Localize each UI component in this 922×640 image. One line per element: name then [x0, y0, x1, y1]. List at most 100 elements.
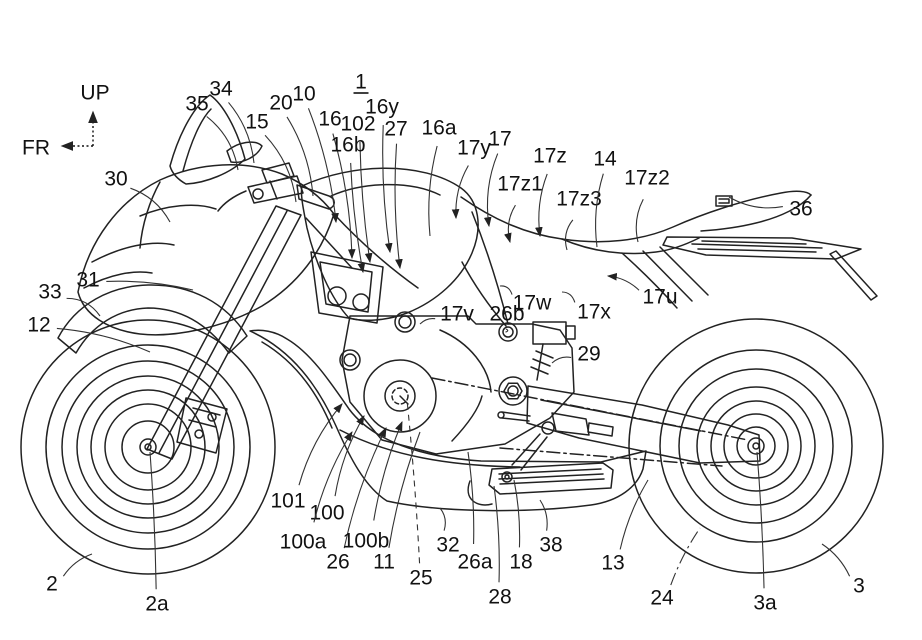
- rear-wheel: [628, 318, 884, 574]
- leader-line-100: [334, 415, 365, 497]
- ref-label-3: 3: [853, 575, 865, 598]
- ref-label-2: 2: [46, 573, 58, 596]
- ref-label-16b: 16b: [330, 134, 365, 157]
- leader-line-16y: [382, 125, 393, 254]
- ref-label-100a: 100a: [280, 531, 327, 554]
- leader-line-26b: [505, 328, 509, 333]
- leader-line-3a: [756, 451, 765, 589]
- ref-label-17w: 17w: [513, 292, 552, 315]
- leader-line-11: [388, 431, 421, 548]
- ref-label-16a: 16a: [421, 117, 456, 140]
- clutch-cover: [363, 359, 437, 433]
- leader-line-18: [513, 479, 521, 548]
- ref-label-13: 13: [601, 552, 624, 575]
- ref-label-101: 101: [270, 490, 305, 513]
- leader-line-2: [62, 553, 93, 577]
- ref-label-38: 38: [539, 534, 562, 557]
- front-brake-caliper: [176, 397, 228, 454]
- leader-line-25: [406, 399, 421, 564]
- leader-line-24: [670, 527, 701, 586]
- ref-label-29: 29: [577, 343, 600, 366]
- ref-label-17z3: 17z3: [556, 188, 602, 211]
- ref-label-30: 30: [104, 168, 127, 191]
- front-fork: [146, 205, 302, 460]
- rear-shock-spring: [530, 343, 554, 381]
- ref-label-UP: UP: [80, 82, 109, 105]
- ref-label-20: 20: [269, 92, 292, 115]
- rear-hub: [710, 400, 802, 492]
- leader-line-100b: [373, 420, 403, 521]
- lower-cowl: [249, 329, 647, 512]
- ref-label-26a: 26a: [457, 551, 492, 574]
- leader-line-101: [298, 403, 343, 486]
- ref-label-18: 18: [509, 551, 532, 574]
- ref-label-15: 15: [245, 111, 268, 134]
- mirror: [226, 141, 263, 164]
- leader-line-17z: [535, 173, 548, 238]
- ref-label-32: 32: [436, 534, 459, 557]
- front-fender: [57, 284, 248, 354]
- ref-label-17z: 17z: [533, 145, 567, 168]
- ref-label-26b: 26b: [489, 303, 524, 326]
- leader-line-17z2: [635, 198, 644, 243]
- ref-label-31: 31: [76, 269, 99, 292]
- ref-label-34: 34: [209, 78, 233, 101]
- ref-label-100b: 100b: [343, 530, 390, 553]
- ref-label-24: 24: [650, 587, 674, 610]
- airbox-frame: [305, 217, 384, 324]
- leader-line-17y: [451, 165, 469, 220]
- leader-line-26: [343, 427, 387, 549]
- bodywork-seams: [333, 211, 509, 327]
- leader-line-38: [539, 499, 548, 531]
- leader-line-34: [228, 102, 255, 164]
- ref-label-16y: 16y: [365, 96, 399, 119]
- leader-line-16: [332, 133, 356, 260]
- leader-line-10: [307, 108, 339, 224]
- ref-label-3a: 3a: [753, 592, 777, 615]
- ref-label-28: 28: [488, 586, 511, 609]
- leader-line-17: [483, 153, 499, 228]
- seat-tail: [460, 190, 812, 309]
- leader-line-13: [619, 479, 649, 550]
- ref-label-27: 27: [384, 118, 407, 141]
- chain-centerlines: [431, 377, 749, 467]
- leader-line-28: [493, 485, 500, 583]
- ref-label-17z2: 17z2: [624, 167, 670, 190]
- leader-line-17z1: [504, 204, 516, 244]
- front-axle: [139, 438, 157, 456]
- leader-line-12: [56, 327, 151, 353]
- ref-label-17y: 17y: [457, 137, 491, 160]
- ref-label-10: 10: [292, 83, 315, 106]
- leader-line-35: [206, 116, 239, 171]
- leader-line-17v: [419, 317, 436, 325]
- leader-line-16b: [350, 162, 366, 274]
- leader-line-17w: [499, 285, 513, 295]
- muffler: [467, 462, 614, 506]
- ref-label-17z1: 17z1: [497, 173, 543, 196]
- ref-label-11: 11: [373, 551, 395, 574]
- ref-label-33: 33: [38, 281, 61, 304]
- ref-label-2a: 2a: [145, 593, 169, 616]
- ref-label-14: 14: [593, 148, 617, 171]
- ref-label-26: 26: [326, 551, 349, 574]
- leader-line-20: [286, 116, 314, 197]
- leader-line-17z3: [564, 219, 574, 251]
- ref-label-17u: 17u: [642, 286, 677, 309]
- front-wheel: [20, 319, 276, 575]
- taillight-unit: [715, 195, 733, 207]
- ref-label-16: 16: [318, 108, 341, 131]
- tail-winglet: [662, 236, 878, 301]
- ref-label-35: 35: [185, 93, 208, 116]
- ref-label-36: 36: [789, 198, 812, 221]
- leader-line-27: [394, 143, 403, 270]
- ref-label-17x: 17x: [577, 301, 611, 324]
- leader-line-3: [821, 543, 851, 577]
- ref-label-102: 102: [340, 113, 375, 136]
- leader-line-29: [551, 356, 572, 364]
- orientation-axes: [60, 110, 98, 151]
- pivot-bolt: [498, 376, 528, 406]
- ref-label-1: 1: [355, 71, 367, 94]
